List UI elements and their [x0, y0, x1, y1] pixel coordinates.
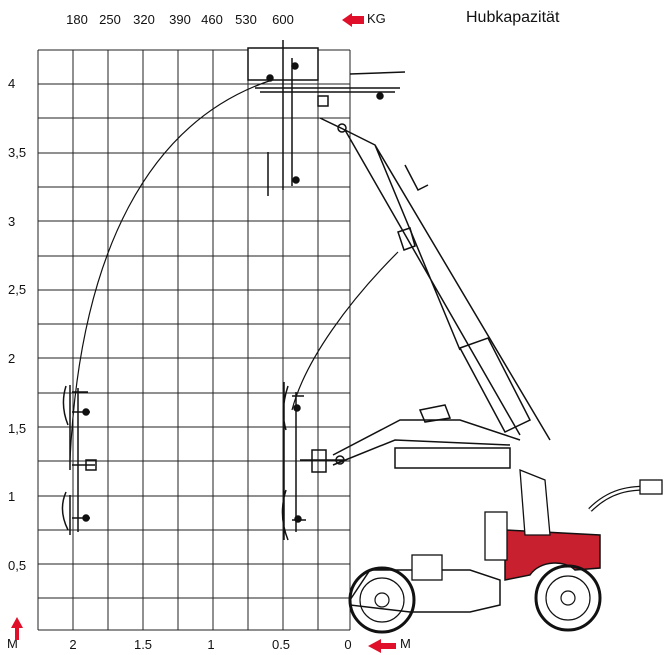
y-tick-label: 3,5 [8, 145, 27, 160]
wheel-front [348, 566, 416, 634]
vertical-axis-unit: M [7, 636, 18, 651]
capacity-label: 460 [201, 12, 223, 27]
y-tick-label: 1,5 [8, 421, 27, 436]
x-tick-label: 1.5 [133, 637, 153, 652]
tool-extended [61, 385, 97, 535]
capacity-label: 250 [99, 12, 121, 27]
grid [37, 49, 351, 631]
diagram-title: Hubkapazität [466, 9, 560, 26]
boom-lowered [332, 404, 521, 469]
tool-raised [247, 40, 406, 196]
x-tick-label: 1 [207, 637, 215, 652]
boom-raised [319, 117, 551, 441]
machine-chassis [349, 469, 663, 613]
x-tick-label: 2 [69, 637, 77, 652]
y-tick-label: 4 [8, 76, 16, 91]
x-tick-label: 0 [344, 637, 352, 652]
y-tick-label: 2 [8, 351, 16, 366]
capacity-label: 390 [169, 12, 191, 27]
y-tick-label: 3 [8, 214, 16, 229]
arrow-left-icon [368, 639, 396, 653]
capacity-label: 530 [235, 12, 257, 27]
arrow-up-icon [11, 617, 23, 640]
x-tick-label: 0.5 [271, 637, 291, 652]
capacity-unit-label: KG [367, 11, 386, 26]
capacity-label: 320 [133, 12, 155, 27]
reach-curves [69, 79, 399, 461]
y-tick-label: 2,5 [8, 282, 27, 297]
wheel-rear [534, 564, 602, 632]
y-tick-label: 0,5 [8, 558, 27, 573]
arrow-left-icon [342, 13, 364, 27]
horizontal-axis-unit: M [400, 636, 411, 651]
y-tick-label: 1 [8, 489, 16, 504]
capacity-label: 180 [66, 12, 88, 27]
capacity-label: 600 [272, 12, 294, 27]
tool-near [281, 382, 345, 541]
